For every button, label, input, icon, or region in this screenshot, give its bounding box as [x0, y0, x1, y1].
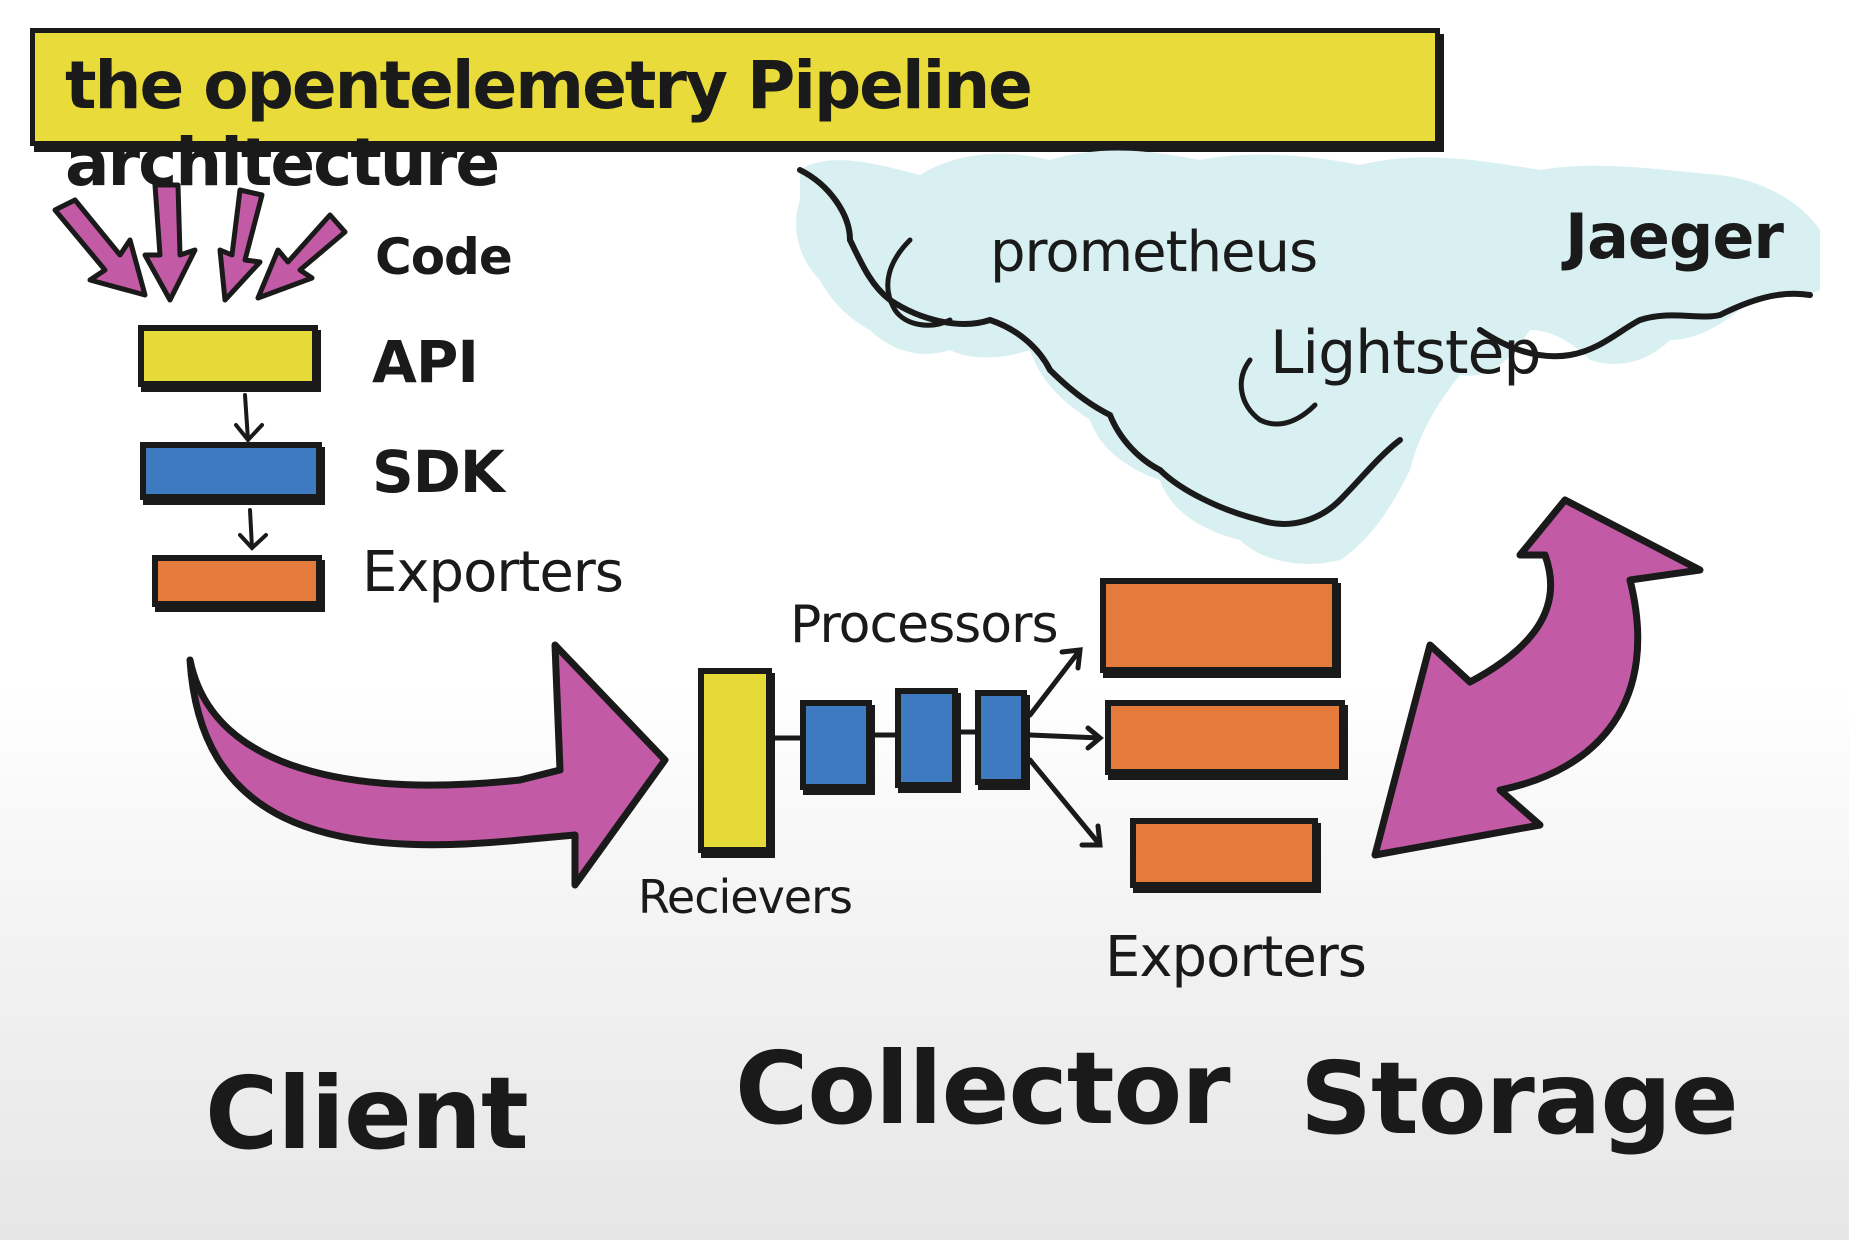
sdk-label: SDK — [372, 438, 505, 506]
collector-exporters-label: Exporters — [1105, 925, 1367, 990]
code-label: Code — [375, 228, 513, 286]
client-exporters-block — [152, 555, 322, 607]
processor-block — [895, 688, 958, 788]
collector-exporter-block — [1100, 578, 1338, 673]
processor-block — [800, 700, 872, 790]
backend-prometheus-label: prometheus — [990, 220, 1318, 285]
backend-lightstep-label: Lightstep — [1270, 318, 1542, 388]
sdk-block — [140, 442, 322, 500]
section-collector-label: Collector — [735, 1030, 1231, 1147]
section-storage-label: Storage — [1300, 1040, 1739, 1157]
backend-jaeger-label: Jaeger — [1565, 200, 1784, 273]
section-client-label: Client — [205, 1055, 529, 1172]
collector-exporter-block — [1130, 818, 1318, 888]
code-arrow-icon — [255, 212, 348, 301]
api-block — [138, 325, 318, 387]
client-exporters-label: Exporters — [362, 540, 624, 605]
collector-exporter-block — [1105, 700, 1345, 775]
client-to-collector-arrow-icon — [186, 641, 669, 889]
processor-block — [975, 690, 1027, 785]
receivers-block — [698, 668, 772, 853]
api-label: API — [372, 328, 479, 396]
code-arrow-icon — [217, 187, 265, 303]
code-arrow-icon — [52, 197, 148, 298]
receivers-label: Recievers — [638, 870, 853, 924]
title-banner: the opentelemetry Pipeline architecture — [30, 28, 1440, 201]
processors-label: Processors — [790, 595, 1059, 655]
code-arrow-icon — [142, 182, 198, 303]
diagram-title: the opentelemetry Pipeline architecture — [65, 47, 1033, 201]
collector-to-storage-arrow-icon — [1371, 496, 1704, 859]
